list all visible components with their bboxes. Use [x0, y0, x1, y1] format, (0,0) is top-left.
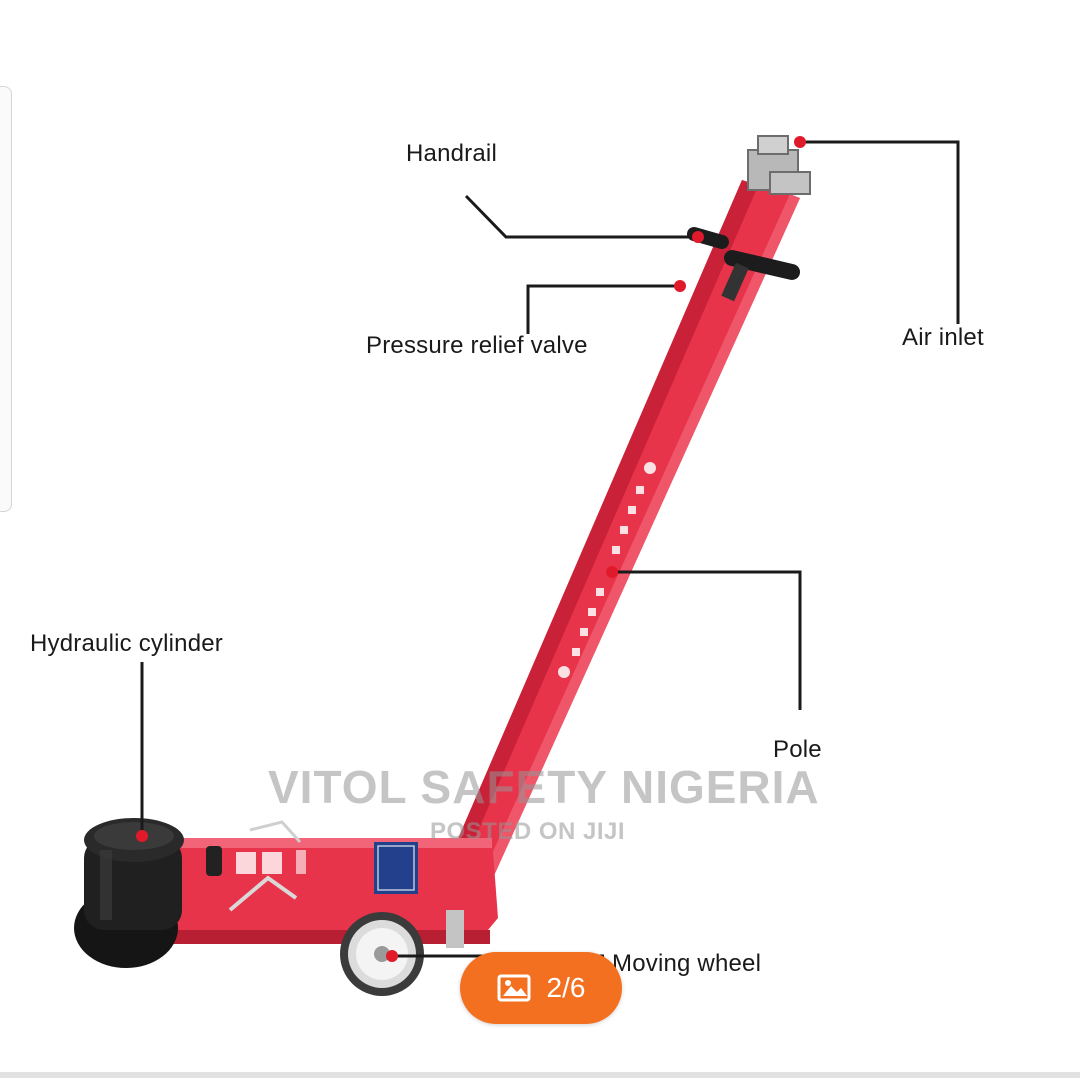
pole-decals [558, 462, 656, 678]
image-icon [497, 973, 531, 1003]
gallery-counter-text: 2/6 [546, 972, 586, 1003]
gallery-counter-button[interactable]: 2/6 [460, 952, 622, 1024]
jack-base [160, 820, 498, 948]
label-moving-wheel: Moving wheel [612, 950, 762, 977]
watermark-sub: POSTED ON JIJI [430, 818, 626, 845]
side-panel-edge[interactable] [0, 86, 12, 512]
hydraulic-cylinder-body [74, 818, 184, 968]
label-pole: Pole [773, 736, 822, 763]
label-air-inlet: Air inlet [902, 324, 984, 351]
label-hydraulic-cylinder: Hydraulic cylinder [30, 630, 223, 657]
moving-wheel-body [340, 912, 424, 996]
air-inlet-fitting [747, 135, 811, 195]
bottom-divider [0, 1072, 1080, 1078]
label-handrail: Handrail [406, 140, 497, 167]
watermark-main: VITOL SAFETY NIGERIA [268, 761, 820, 813]
label-pressure-relief-valve: Pressure relief valve [366, 332, 588, 359]
callout-dots [136, 136, 806, 962]
